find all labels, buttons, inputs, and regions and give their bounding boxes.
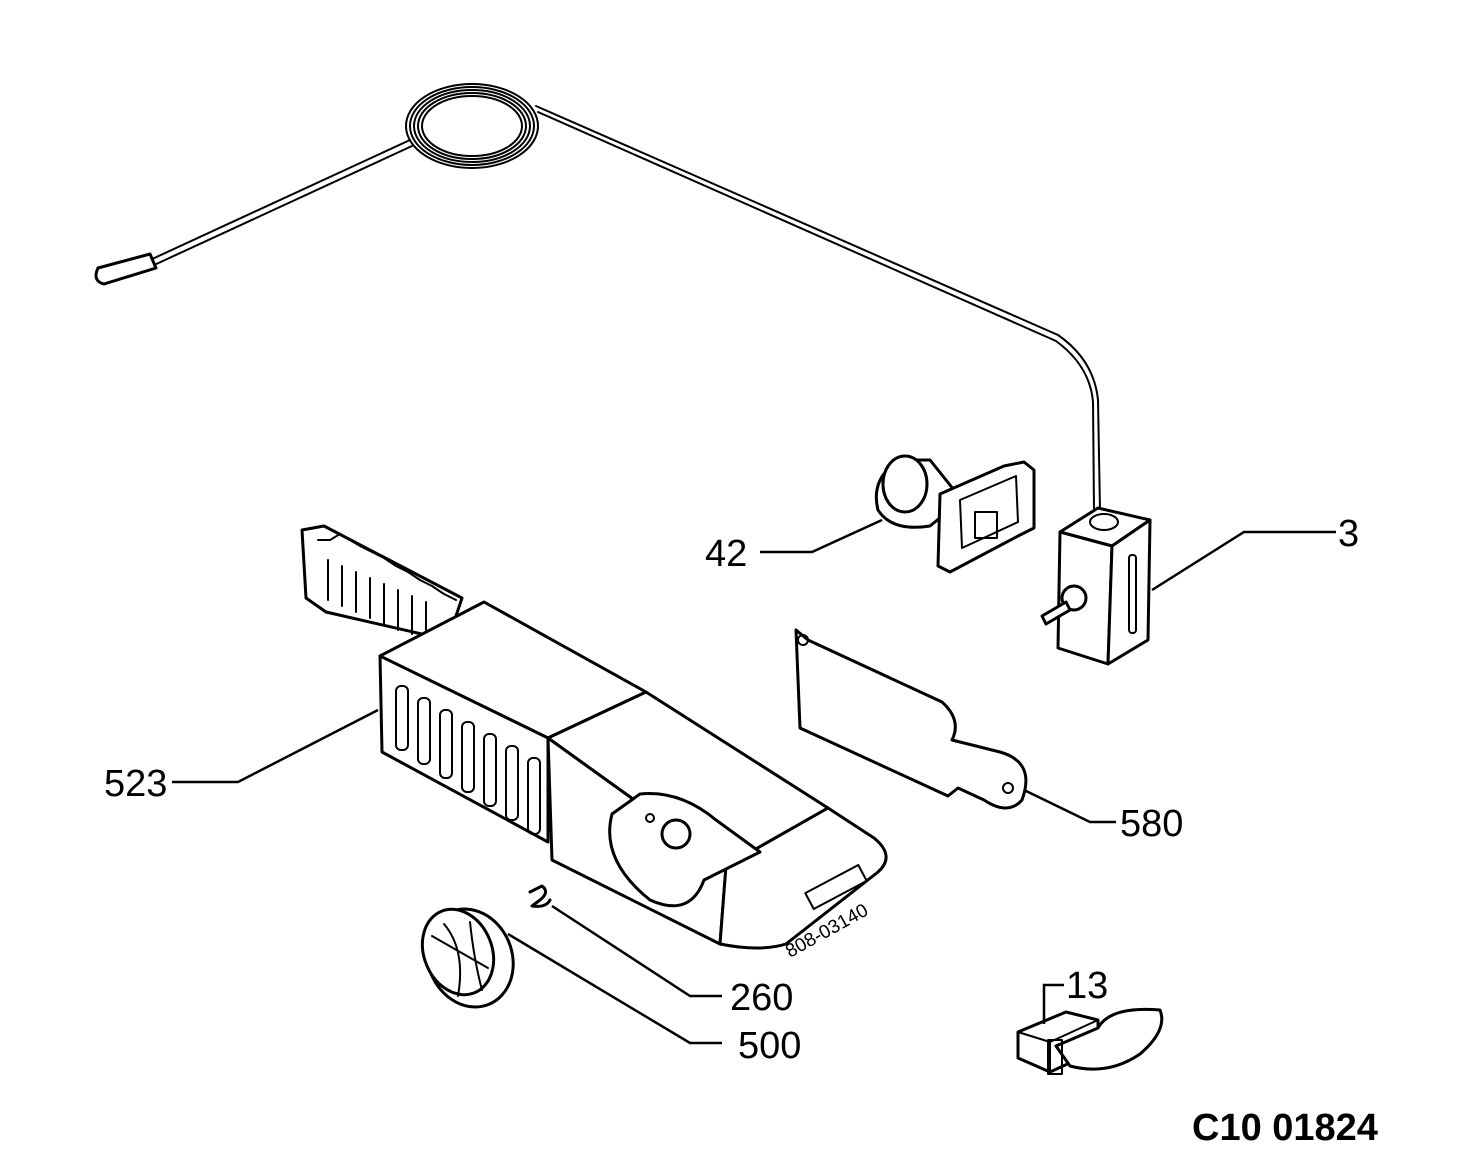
leader-13 <box>1042 983 1064 1024</box>
leader-523 <box>172 708 379 784</box>
leader-3 <box>1151 530 1336 592</box>
drawing-code: C10 01824 <box>1192 1107 1378 1149</box>
slide-button-part-13 <box>1016 1007 1164 1075</box>
callout-260: 260 <box>730 977 793 1019</box>
leader-260 <box>551 904 722 998</box>
knob-part-500 <box>420 907 515 1009</box>
housing-part-523: 808-03140 <box>300 524 888 962</box>
callout-3: 3 <box>1338 513 1359 555</box>
leader-500 <box>507 932 722 1045</box>
callout-500: 500 <box>738 1025 801 1067</box>
thermostat-part-3 <box>1040 506 1152 666</box>
housing-vents <box>395 685 541 835</box>
cover-plate-part-580 <box>794 628 1028 810</box>
sensor-bulb <box>94 252 158 286</box>
callout-523: 523 <box>104 763 167 805</box>
callout-42: 42 <box>705 533 747 575</box>
clip-part-260 <box>528 884 552 908</box>
leader-580 <box>1023 788 1116 824</box>
housing-grille <box>300 524 464 642</box>
lamp-holder-part-42 <box>874 454 1036 574</box>
capillary-coil <box>405 83 539 169</box>
leader-lines <box>172 518 1336 1045</box>
callout-13: 13 <box>1066 965 1108 1007</box>
leader-42 <box>760 518 883 554</box>
capillary-tube <box>94 83 1101 511</box>
callout-580: 580 <box>1120 803 1183 845</box>
callout-labels: 3 42 523 580 260 500 13 <box>104 513 1359 1067</box>
